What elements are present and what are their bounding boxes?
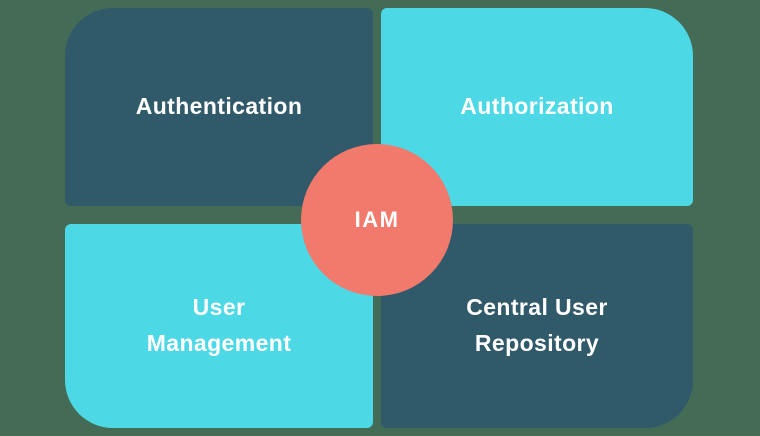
authentication-label: Authentication [135,93,303,120]
iam-center-circle: IAM [301,144,453,296]
user-management-label: User Management [146,294,292,356]
quadrant-authentication: Authentication [65,8,373,206]
iam-label: IAM [354,207,400,232]
central-user-repository-label: Central User Repository [466,294,608,356]
authorization-label: Authorization [460,93,614,120]
